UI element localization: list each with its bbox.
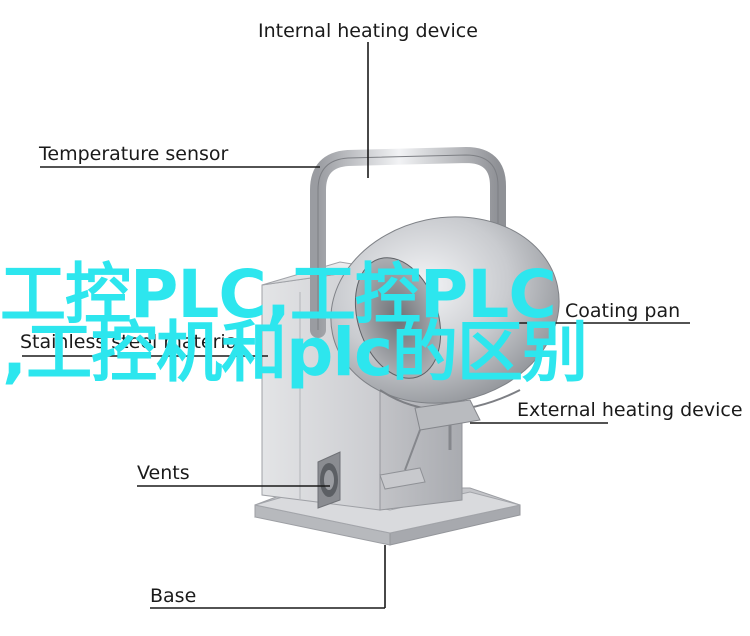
label-base: Base <box>150 585 196 607</box>
overlay-title-line2: ,工控机和plc的区别 <box>2 320 750 386</box>
label-external-heating-device: External heating device <box>517 399 743 421</box>
vent-fan <box>318 452 340 508</box>
label-temperature-sensor: Temperature sensor <box>38 143 229 165</box>
label-internal-heating-device: Internal heating device <box>258 20 478 42</box>
label-vents: Vents <box>137 462 190 484</box>
